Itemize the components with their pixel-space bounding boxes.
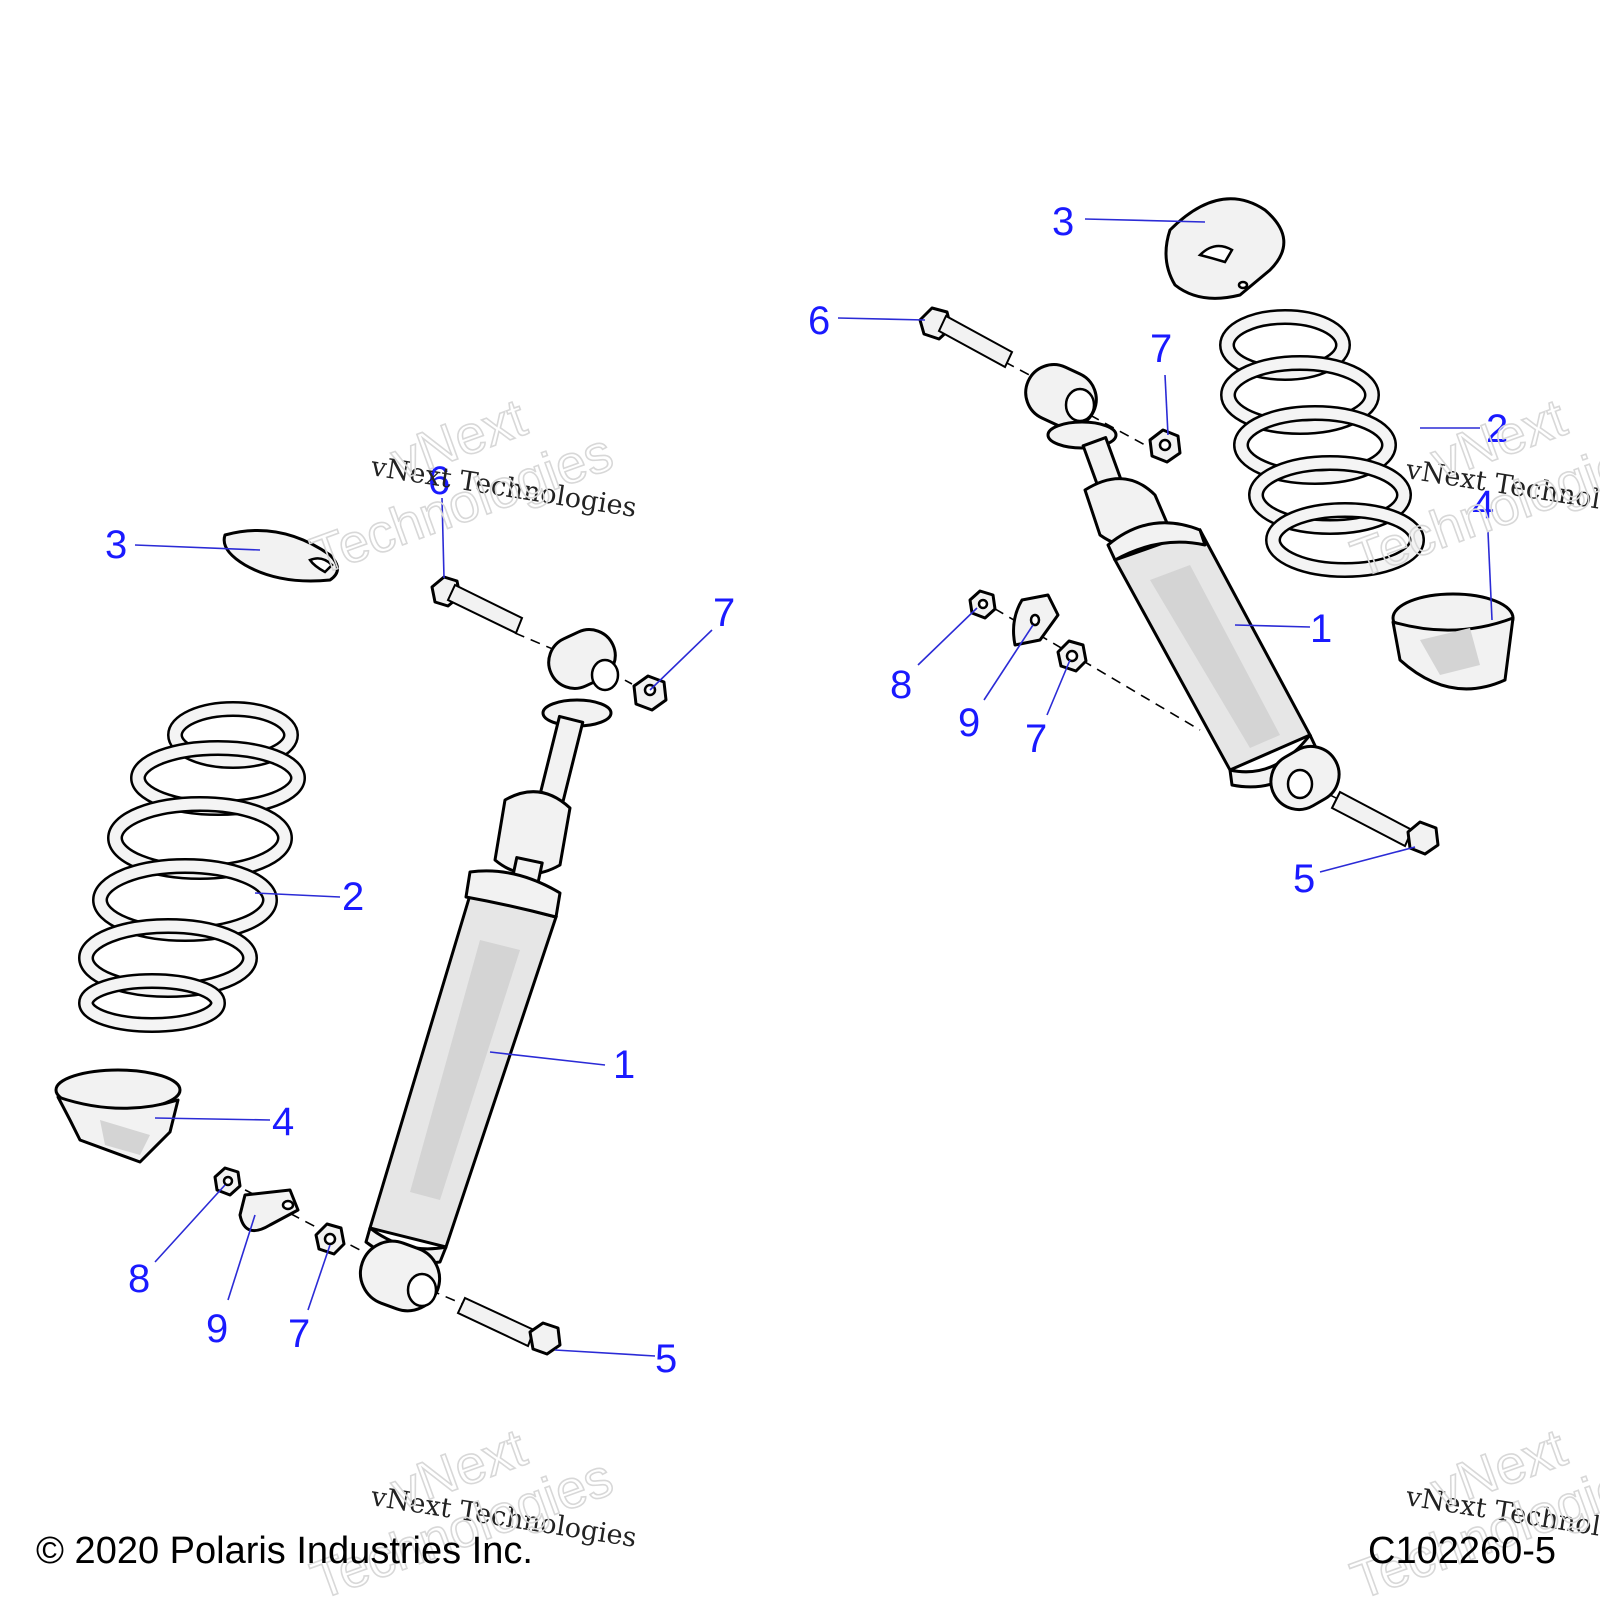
right-callout-7a: 7 xyxy=(1150,327,1172,371)
right-leader-7a xyxy=(1164,374,1169,436)
left-leader-9 xyxy=(227,1214,256,1301)
left-spring-retainer xyxy=(222,529,339,583)
left-leader-3 xyxy=(134,544,261,551)
right-callout-4: 4 xyxy=(1472,483,1494,527)
right-assembly: 1 2 3 4 5 6 7 7 8 9 xyxy=(808,197,1515,901)
right-leader-7b xyxy=(1046,659,1071,716)
left-assembly: 1 2 3 4 5 6 7 7 8 9 xyxy=(54,459,735,1381)
left-dash-upper-bolt xyxy=(514,632,556,651)
right-callout-9: 9 xyxy=(958,701,980,745)
right-callout-1: 1 xyxy=(1310,607,1332,651)
right-spring-seat xyxy=(1391,592,1515,691)
right-leader-3 xyxy=(1084,218,1206,223)
right-upper-bolt xyxy=(918,306,1014,369)
left-leader-4 xyxy=(154,1117,271,1121)
left-leader-7a xyxy=(649,629,713,691)
left-spring-seat xyxy=(54,1068,182,1164)
left-callout-7a: 7 xyxy=(713,591,735,635)
left-shock-upper-eye xyxy=(535,628,620,814)
left-leader-8 xyxy=(154,1184,226,1263)
left-leader-7b xyxy=(307,1244,331,1311)
left-hose-clamp xyxy=(238,1188,300,1233)
left-leader-1 xyxy=(489,1051,606,1066)
right-callout-7b: 7 xyxy=(1025,717,1047,761)
right-leader-5 xyxy=(1319,846,1416,873)
left-callout-8: 8 xyxy=(128,1257,150,1301)
left-leader-2 xyxy=(254,892,341,898)
right-clamp-nut xyxy=(968,589,997,620)
right-spring xyxy=(1219,309,1425,578)
left-callout-3: 3 xyxy=(105,523,127,567)
left-shock-lower-eye xyxy=(358,1239,442,1313)
watermark-center: vNext Technologies vNext Technologies xyxy=(303,387,639,587)
left-callout-7b: 7 xyxy=(288,1312,310,1356)
right-lower-bolt xyxy=(1330,790,1440,856)
left-lower-nut xyxy=(314,1222,346,1256)
left-leader-5 xyxy=(554,1349,656,1357)
left-lower-bolt xyxy=(456,1296,562,1356)
right-shock-body xyxy=(1106,521,1320,789)
right-callout-6: 6 xyxy=(808,299,830,343)
right-shock-upper-eye xyxy=(1024,363,1127,499)
right-callout-3: 3 xyxy=(1052,200,1074,244)
right-callout-2: 2 xyxy=(1486,407,1508,451)
left-upper-bolt xyxy=(430,575,524,635)
right-leader-4 xyxy=(1487,531,1493,621)
right-leader-9 xyxy=(983,624,1034,701)
left-callout-4: 4 xyxy=(272,1100,294,1144)
left-callout-9: 9 xyxy=(206,1307,228,1351)
left-shock-body xyxy=(364,869,562,1265)
left-upper-nut xyxy=(632,674,668,712)
right-callout-5: 5 xyxy=(1293,857,1315,901)
right-spring-retainer xyxy=(1164,197,1286,300)
figure-id: C102260-5 xyxy=(1368,1530,1557,1572)
right-dash-upper-nut xyxy=(1089,414,1146,446)
right-dash-upper-bolt xyxy=(1004,361,1036,379)
right-shock-lower-eye xyxy=(1269,745,1341,811)
left-callout-1: 1 xyxy=(613,1043,635,1087)
right-leader-8 xyxy=(917,607,978,666)
left-leader-6 xyxy=(441,497,445,579)
right-leader-6 xyxy=(837,317,926,321)
left-callout-5: 5 xyxy=(655,1337,677,1381)
left-callout-6: 6 xyxy=(428,459,450,503)
right-lower-nut xyxy=(1056,639,1088,673)
left-spring xyxy=(78,701,306,1033)
watermark-right-top: vNext Technologies vNext Technologies xyxy=(1343,387,1600,590)
right-upper-nut xyxy=(1148,428,1182,464)
right-leader-1 xyxy=(1234,624,1311,628)
copyright-notice: © 2020 Polaris Industries Inc. xyxy=(36,1530,533,1572)
left-callout-2: 2 xyxy=(342,875,364,919)
right-callout-8: 8 xyxy=(890,663,912,707)
right-hose-clamp xyxy=(1012,593,1060,647)
